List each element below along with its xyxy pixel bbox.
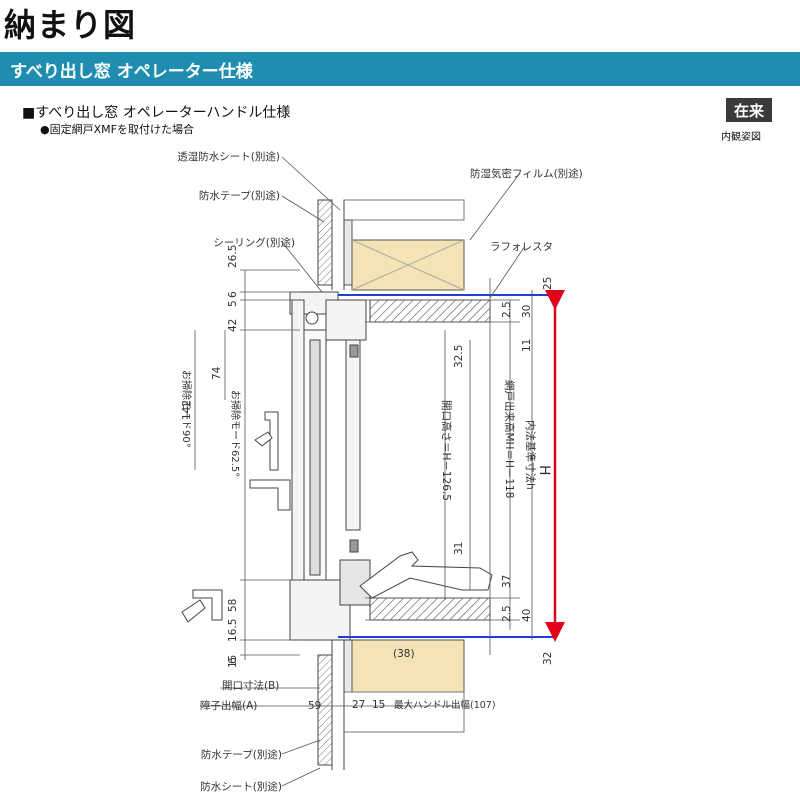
screen-profile-sketches — [181, 411, 291, 623]
dim-32-5: 32.5 — [453, 345, 465, 368]
dim-5: 5 — [227, 300, 239, 307]
window-frame — [289, 291, 371, 641]
drawing-note: ●固定網戸XMFを取付けた場合 — [40, 123, 194, 136]
dim-26-5: 26.5 — [227, 245, 239, 268]
label-lafore: ラフォレスタ — [490, 241, 553, 253]
dim-11: 11 — [521, 339, 533, 352]
page-title: 納まり図 — [4, 6, 137, 44]
view-badge-caption: 内観姿図 — [721, 132, 761, 143]
label-waterproof-tape-bottom: 防水テープ(別途) — [201, 748, 282, 761]
leader-lines — [281, 156, 526, 787]
dim-37: 37 — [501, 575, 513, 588]
label-waterproof-tape-top: 防水テープ(別途) — [199, 189, 280, 202]
wall-top — [317, 199, 465, 291]
dimension-lines-right — [365, 278, 533, 655]
label-H: H — [536, 465, 552, 476]
section-banner: すべり出し窓 オペレーター仕様 — [0, 52, 800, 86]
insulation-bottom — [351, 639, 465, 693]
view-badge: 在来 — [726, 98, 772, 122]
dim-15: 15 — [227, 655, 239, 668]
label-obstacle-width-a: 障子出幅(A) — [200, 699, 257, 712]
drawing-heading: ■すべり出し窓 オペレーターハンドル仕様 — [22, 105, 291, 121]
dim-16-5: 16.5 — [227, 619, 239, 642]
dim-32: 32 — [542, 652, 554, 665]
dim-30: 30 — [521, 305, 533, 318]
label-cleaning-mode-90: お掃除モード90° — [180, 370, 193, 448]
dim-31: 31 — [453, 542, 465, 555]
label-vapor-film: 防湿気密フィルム(別途) — [470, 167, 583, 180]
dim-2-5-top: 2.5 — [501, 301, 513, 318]
dim-59: 59 — [308, 700, 321, 712]
banner-text: すべり出し窓 オペレーター仕様 — [10, 61, 253, 82]
dim-values-right: 25 2.5 30 11 32.5 31 37 2.5 40 32 — [453, 277, 554, 665]
label-opening-height: 開口高さ＝H－126.5 — [440, 400, 453, 501]
operator-handle — [359, 551, 493, 599]
dim-values-bottom: (38) 59 27 15 — [308, 648, 415, 712]
dim-74: 74 — [211, 366, 223, 380]
dim-142: 142 — [181, 400, 193, 420]
dim-40: 40 — [521, 609, 533, 622]
dim-38: (38) — [393, 648, 415, 660]
dim-6-top: 6 — [227, 291, 239, 298]
label-screen-height: 網戸出来高MH＝H－118 — [503, 380, 516, 498]
dim-6-bot: 6 — [227, 657, 239, 664]
dim-42: 42 — [227, 319, 239, 332]
wall-bottom — [317, 639, 465, 770]
lafore-trim-bottom — [369, 597, 491, 621]
dim-27: 27 — [352, 699, 365, 711]
lafore-trim-top — [369, 299, 491, 323]
label-max-handle: 最大ハンドル出幅(107) — [394, 699, 496, 711]
label-inner-dim: 内法基準寸法h — [524, 420, 537, 490]
dim-15-b: 15 — [372, 699, 385, 711]
dim-2-5-bot: 2.5 — [501, 605, 513, 622]
label-cleaning-mode-62: お掃除モード62.5° — [229, 390, 242, 477]
dim-58: 58 — [227, 599, 239, 612]
dim-25: 25 — [542, 277, 554, 290]
dim-values-left: 26.5 6 5 42 74 142 58 16.5 15 6 — [181, 245, 239, 668]
label-opening-dim-b: 開口寸法(B) — [222, 679, 279, 692]
dimension-lines-left — [194, 269, 460, 707]
label-waterproof-sheet: 防水シート(別途) — [200, 780, 282, 793]
label-moisture-sheet: 透湿防水シート(別途) — [177, 150, 280, 163]
label-sealing: シーリング(別途) — [213, 236, 295, 249]
